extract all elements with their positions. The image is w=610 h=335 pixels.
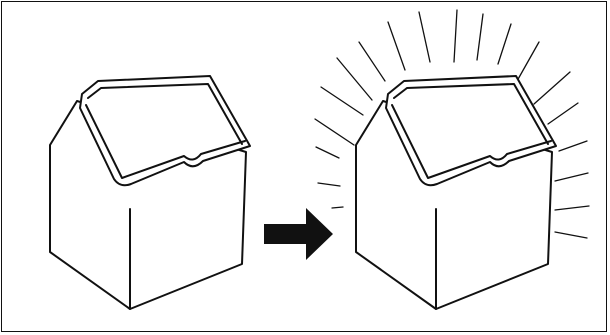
shining-bin-icon <box>355 75 557 310</box>
bin-lid <box>79 75 251 187</box>
bin-icon <box>49 75 251 310</box>
bin-lid-edge <box>85 104 246 179</box>
bin-lid-rim <box>393 83 549 145</box>
bin-lid-rim <box>87 83 243 145</box>
bin-lid <box>385 75 557 187</box>
shine-rays <box>314 9 590 239</box>
bin-lid-edge <box>391 104 552 179</box>
right-arrow-icon <box>264 208 333 260</box>
